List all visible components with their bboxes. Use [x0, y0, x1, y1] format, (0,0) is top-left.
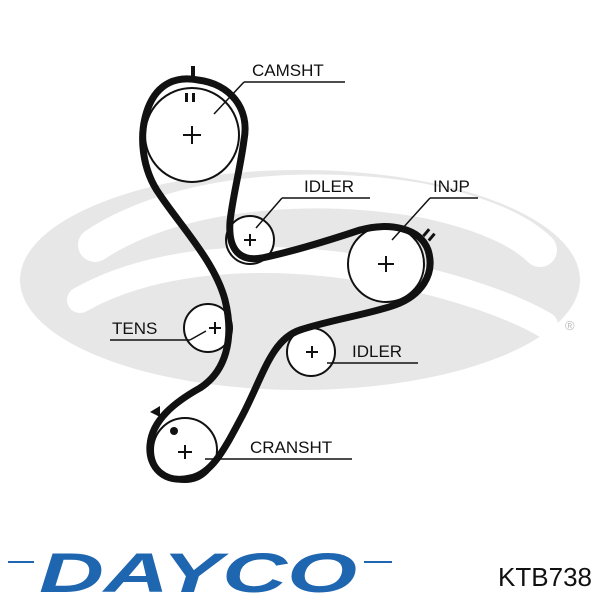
- pulley-centers: [178, 126, 394, 459]
- idler-upper-center-icon: [244, 234, 256, 246]
- leader-lines: [110, 81, 478, 460]
- camshaft-timing-mark: [185, 93, 195, 102]
- tensioner-center-icon: [209, 322, 221, 334]
- idler-lower-center-icon: [306, 346, 318, 358]
- dayco-wordmark: DAYCO: [39, 541, 357, 600]
- label-tensioner: TENS: [112, 319, 157, 338]
- label-idler-lower: IDLER: [352, 342, 402, 361]
- timing-belt: [139, 75, 434, 483]
- label-camshaft: CAMSHT: [252, 61, 324, 80]
- injp-timing-mark: [422, 228, 436, 242]
- injp-center-icon: [378, 256, 394, 272]
- part-number: KTB738: [498, 562, 592, 592]
- watermark-registered-mark: ®: [565, 318, 575, 333]
- crankshaft-timing-dot: [170, 427, 178, 435]
- timing-marks: [150, 66, 436, 435]
- label-injection-pump: INJP: [433, 177, 470, 196]
- camshaft-top-mark: [191, 66, 195, 77]
- crankshaft-center-icon: [178, 445, 192, 459]
- label-crankshaft: CRANSHT: [250, 438, 332, 457]
- crankshaft-arrow-icon: [150, 406, 160, 417]
- camshaft-center-icon: [183, 126, 201, 144]
- label-idler-upper: IDLER: [304, 177, 354, 196]
- watermark-swoosh-upper: [78, 174, 557, 267]
- dayco-logo: DAYCO: [8, 541, 392, 600]
